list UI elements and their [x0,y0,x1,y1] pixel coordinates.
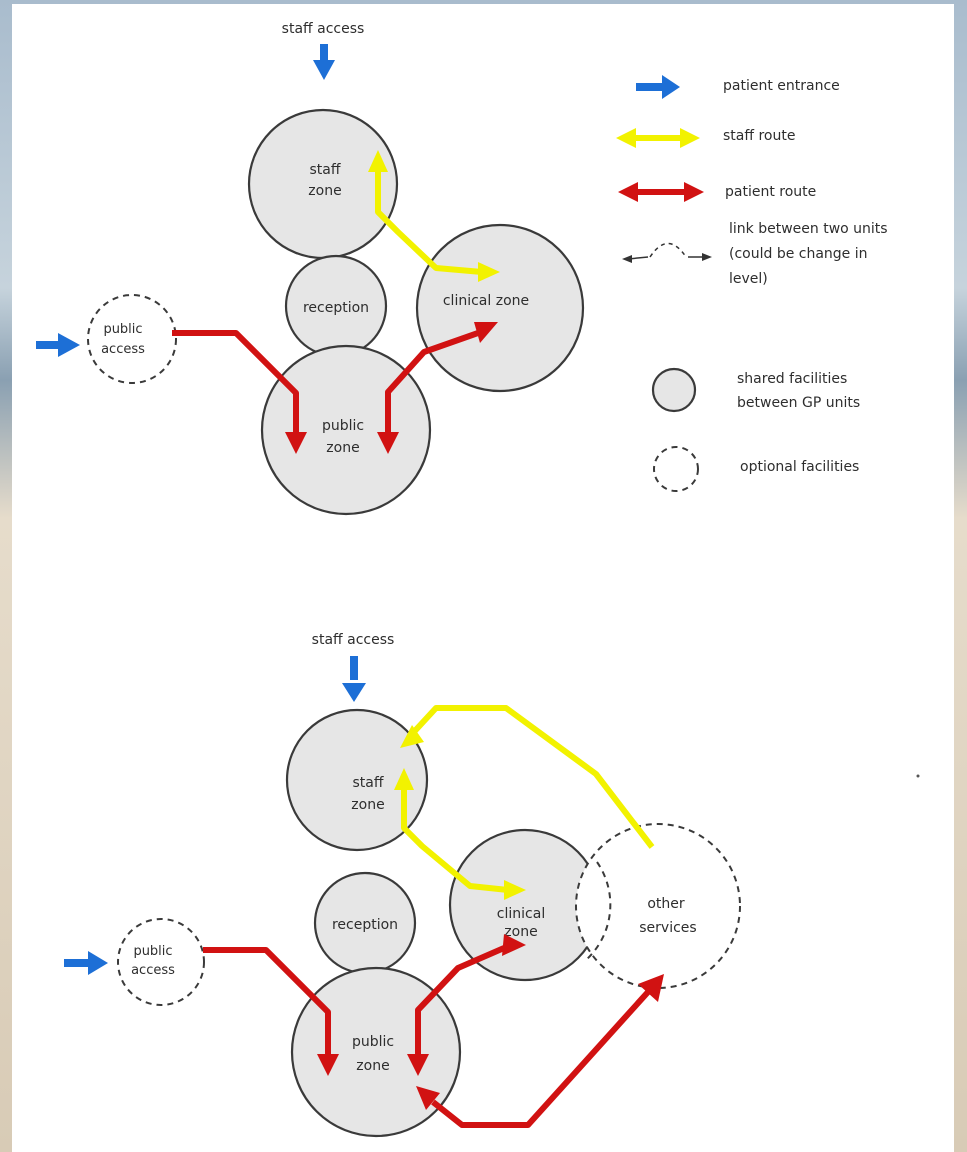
legend-patient-entrance: patient entrance [636,75,840,99]
legend-link-between-units: link between two units (could be change … [622,221,888,287]
speck [916,774,920,778]
patient-entrance-arrow-2 [64,951,108,975]
patient-route-clinical-1 [377,322,498,454]
public-zone-2-label-1: public [352,1034,394,1050]
clinical-zone-2-label-2: zone [504,924,537,940]
legend-shared-label-1: shared facilities [737,371,847,387]
staff-zone-2-label-2: zone [351,797,384,813]
patient-route-public-2 [203,947,339,1076]
clinical-zone-label: clinical zone [443,293,529,309]
legend-staff-route-label: staff route [723,128,795,144]
public-access-optional-2 [117,918,205,1006]
optional-facilities-symbol [653,446,699,492]
legend-optional-facilities: optional facilities [653,446,859,492]
staff-access-label-2: staff access [312,632,395,648]
legend-shared-label-2: between GP units [737,395,860,411]
legend-link-label-1: link between two units [729,221,888,237]
public-access-label-2: access [101,342,145,357]
shared-facilities-symbol [651,367,697,413]
staff-entrance-arrow [313,44,335,80]
staff-zone-2 [285,708,429,852]
reception-label-2: reception [332,917,398,933]
other-services-label-2: services [639,920,696,936]
patient-route-other-2 [416,974,664,1128]
clinical-zone [415,223,585,393]
clinical-zone-2-label-1: clinical [497,906,545,922]
diagram-2: staff access staff zone reception clinic… [64,632,920,1138]
legend-staff-route: staff route [616,128,795,148]
legend-link-label-2: (could be change in [729,246,868,262]
other-services-label-1: other [647,896,685,912]
diagram-1: staff access staff zone reception clinic… [36,21,585,516]
public-access-2-label-2: access [131,963,175,978]
legend-link-label-3: level) [729,271,768,287]
legend-patient-route: patient route [618,182,816,202]
staff-zone-label-1: staff [309,162,340,178]
legend-shared-facilities: shared facilities between GP units [651,367,860,413]
legend: patient entrance staff route patient rou… [616,75,888,492]
staff-zone-2-label-1: staff [352,775,383,791]
staff-route-clinical-2 [394,768,526,900]
legend-optional-label: optional facilities [740,459,859,475]
public-zone-2-label-2: zone [356,1058,389,1074]
public-access-2-label-1: public [133,944,172,959]
patient-entrance-arrow [36,333,80,357]
other-services-optional [575,823,741,989]
patient-route-clinical-2 [407,934,526,1076]
staff-route-1 [368,150,500,282]
patient-route-public-1 [172,330,307,454]
staff-access-label: staff access [282,21,365,37]
public-access-optional [87,294,177,384]
staff-route-other-2 [400,705,655,849]
public-access-label-1: public [103,322,142,337]
public-zone-label-1: public [322,418,364,434]
legend-patient-route-label: patient route [725,184,816,200]
reception-label: reception [303,300,369,316]
legend-patient-entrance-label: patient entrance [723,78,840,94]
staff-zone-label-2: zone [308,183,341,199]
staff-entrance-arrow-2 [342,656,366,702]
overlap-dashed-arc [585,861,612,961]
public-zone-label-2: zone [326,440,359,456]
